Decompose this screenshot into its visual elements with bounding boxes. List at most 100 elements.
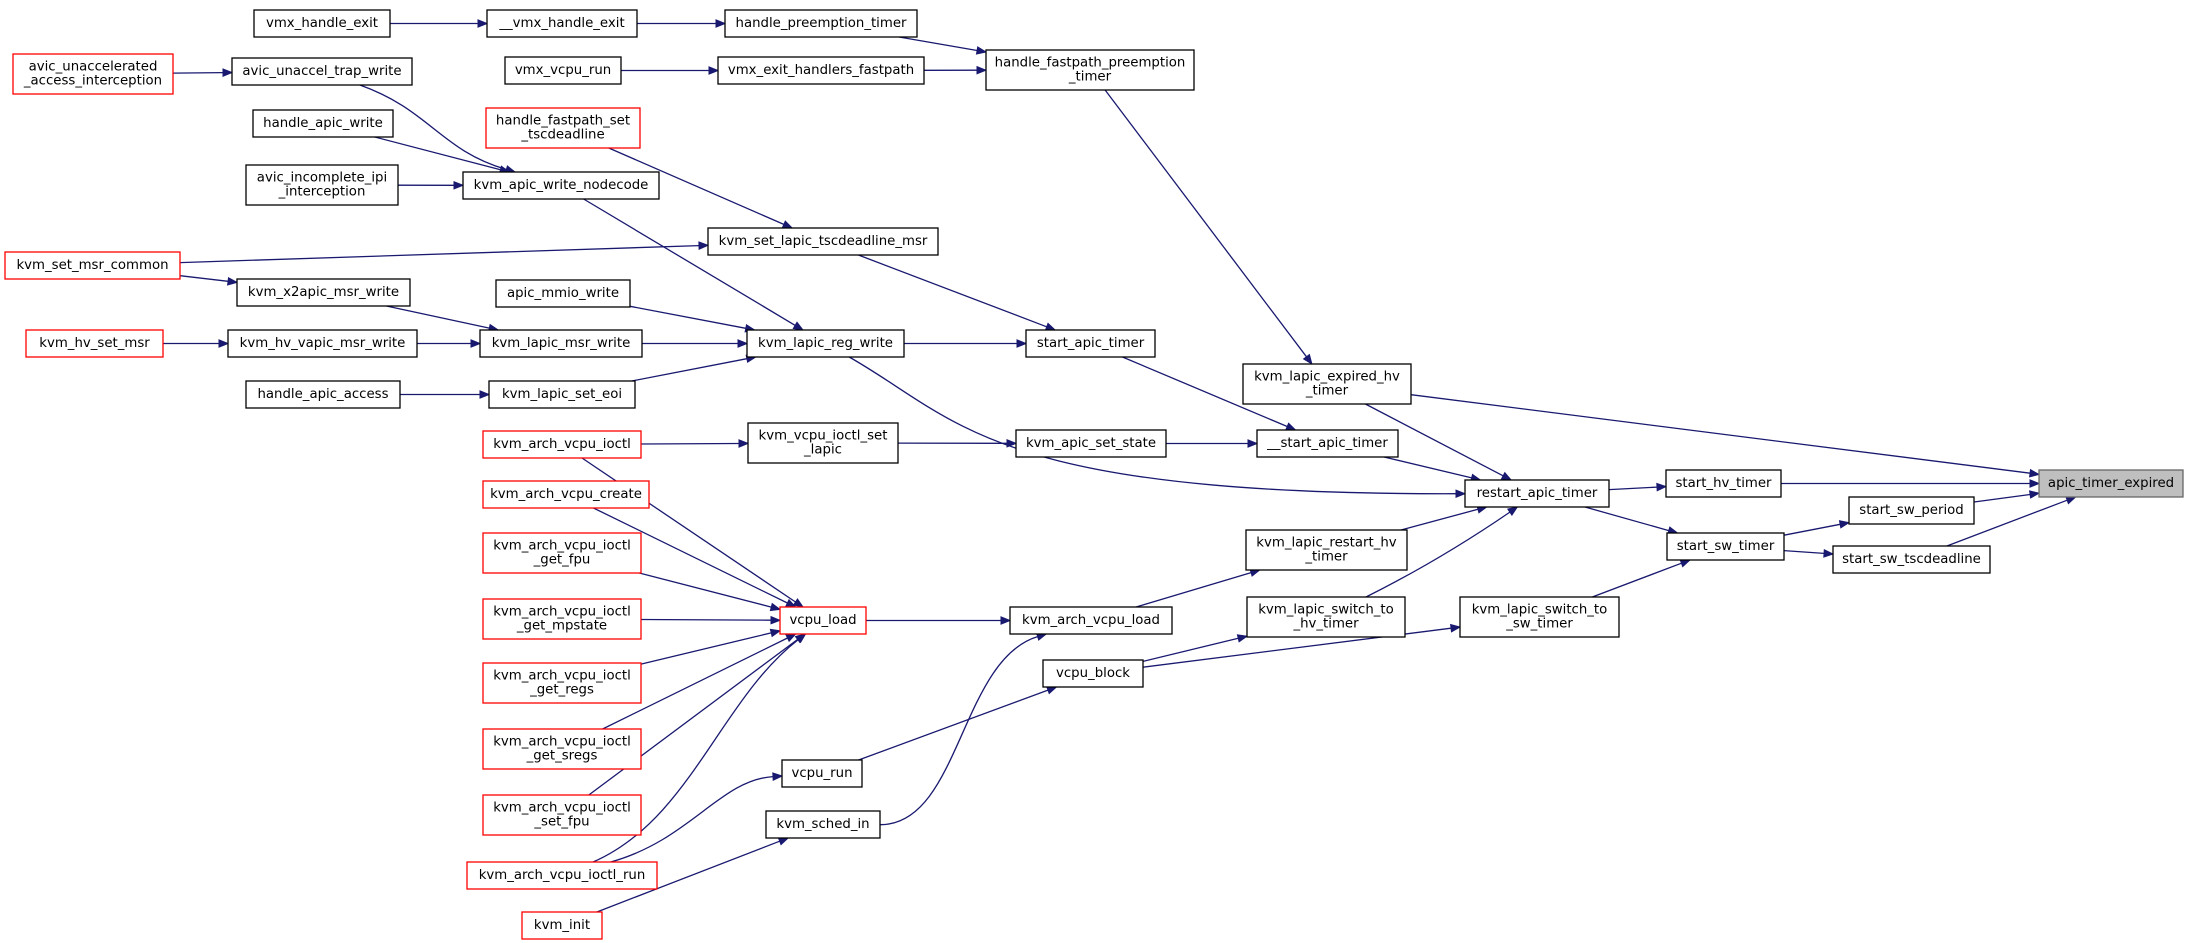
node-label: _hv_timer [1292,617,1359,632]
node-label: kvm_arch_vcpu_create [490,487,642,502]
call-edge-kvm-lapic-restart-hv-timer-to-restart-apic-timer [1400,505,1489,531]
node-label: kvm_arch_vcpu_ioctl [493,669,631,684]
node-kvm-lapic-msr-write[interactable]: kvm_lapic_msr_write [479,329,643,358]
node-kvm-set-msr-common[interactable]: kvm_set_msr_common [4,251,181,280]
node-vcpu-run[interactable]: vcpu_run [781,759,863,788]
graph-nodes: vmx_handle_exit __vmx_handle_exit handle_p… [4,9,2184,940]
node-kvm-arch-vcpu-ioctl-get-sregs[interactable]: kvm_arch_vcpu_ioctl_get_sregs [482,728,642,770]
node-label: handle_fastpath_preemption [995,56,1186,71]
node-start-apic-timer[interactable]: start_apic_timer [1025,329,1156,358]
node-label: kvm_vcpu_ioctl_set [759,429,888,444]
call-edge-kvm-arch-vcpu-ioctl-run-to-vcpu-load [592,633,807,863]
node-kvm-x2apic-msr-write[interactable]: kvm_x2apic_msr_write [236,278,411,307]
node-kvm-lapic-switch-to-sw-timer[interactable]: kvm_lapic_switch_to_sw_timer [1459,596,1620,638]
node-start-hv-timer[interactable]: start_hv_timer [1665,469,1782,498]
node-kvm-hv-vapic-msr-write[interactable]: kvm_hv_vapic_msr_write [227,329,418,358]
node-kvm-apic-set-state[interactable]: kvm_apic_set_state [1015,429,1167,458]
node-box [1666,532,1785,561]
call-edge---vmx-handle-exit-to-handle-preemption-timer [637,19,727,28]
node-handle-preemption-timer[interactable]: handle_preemption_timer [724,9,918,38]
node-kvm-apic-write-nodecode[interactable]: kvm_apic_write_nodecode [462,171,660,200]
node-vmx-exit-handlers-fastpath[interactable]: vmx_exit_handlers_fastpath [717,56,925,85]
node-vcpu-block[interactable]: vcpu_block [1042,659,1144,688]
call-edge-start-sw-timer-to-start-sw-tscdeadline [1783,549,1835,558]
node-kvm-vcpu-ioctl-set-lapic[interactable]: kvm_vcpu_ioctl_set_lapic [747,422,899,464]
call-edge---start-apic-timer-to-restart-apic-timer [1383,456,1482,483]
node-kvm-arch-vcpu-create[interactable]: kvm_arch_vcpu_create [482,480,650,509]
node-box [521,911,603,940]
call-edge-kvm-set-msr-common-to-kvm-set-lapic-tscdeadline-msr [179,241,710,264]
node-label: vmx_exit_handlers_fastpath [728,63,914,78]
node-box [488,380,636,409]
node-apic-timer-expired[interactable]: apic_timer_expired [2038,469,2184,498]
node-kvm-arch-vcpu-ioctl-get-regs[interactable]: kvm_arch_vcpu_ioctl_get_regs [482,662,642,704]
node-start-sw-timer[interactable]: start_sw_timer [1666,532,1785,561]
node-box [746,329,905,358]
node-apic-mmio-write[interactable]: apic_mmio_write [495,279,631,308]
node-box [1665,469,1782,498]
node-label: handle_apic_access [257,387,388,402]
node-box [1848,496,1975,525]
node-label: _access_interception [23,74,162,89]
node-handle-fastpath-preemption-timer[interactable]: handle_fastpath_preemption_timer [985,49,1195,91]
node-start-sw-period[interactable]: start_sw_period [1848,496,1975,525]
node-start-apic-timer[interactable]: __start_apic_timer [1256,429,1399,458]
node-kvm-lapic-switch-to-hv-timer[interactable]: kvm_lapic_switch_to_hv_timer [1246,596,1406,638]
node-kvm-arch-vcpu-load[interactable]: kvm_arch_vcpu_load [1009,606,1173,635]
node-avic-unaccel-trap-write[interactable]: avic_unaccel_trap_write [231,57,413,86]
node-kvm-sched-in[interactable]: kvm_sched_in [765,810,881,839]
node-kvm-set-lapic-tscdeadline-msr[interactable]: kvm_set_lapic_tscdeadline_msr [707,227,939,256]
node-box [1832,545,1991,574]
node-label: handle_fastpath_set [496,114,630,129]
node-vmx-handle-exit[interactable]: __vmx_handle_exit [486,9,638,38]
call-edge-kvm-sched-in-to-kvm-arch-vcpu-load [879,632,1048,826]
call-edge-handle-apic-access-to-kvm-lapic-set-eoi [400,390,491,399]
node-label: kvm_lapic_switch_to [1258,603,1394,618]
node-label: avic_unaccel_trap_write [242,64,401,79]
node-start-sw-tscdeadline[interactable]: start_sw_tscdeadline [1832,545,1991,574]
node-kvm-hv-set-msr[interactable]: kvm_hv_set_msr [25,329,164,358]
node-label: kvm_apic_set_state [1026,436,1156,451]
node-vcpu-load[interactable]: vcpu_load [779,606,867,635]
node-box [747,422,899,464]
node-handle-apic-access[interactable]: handle_apic_access [245,380,401,409]
call-edge-handle-fastpath-set-tscdeadline-to-kvm-set-lapic-tscdeadline-msr [608,147,794,229]
call-edge-kvm-hv-set-msr-to-kvm-hv-vapic-msr-write [163,339,230,348]
node-kvm-arch-vcpu-ioctl-get-mpstate[interactable]: kvm_arch_vcpu_ioctl_get_mpstate [482,598,642,640]
call-edge-vcpu-run-to-vcpu-block [858,686,1058,761]
node-handle-apic-write[interactable]: handle_apic_write [252,109,394,138]
node-handle-fastpath-set-tscdeadline[interactable]: handle_fastpath_set_tscdeadline [485,107,641,149]
node-label: _set_fpu [533,815,589,830]
node-label: kvm_sched_in [776,817,869,832]
node-avic-unaccelerated-access-interception[interactable]: avic_unaccelerated_access_interception [12,53,174,95]
node-kvm-lapic-set-eoi[interactable]: kvm_lapic_set_eoi [488,380,636,409]
node-box [12,53,174,95]
call-edge-apic-mmio-write-to-kvm-lapic-reg-write [629,305,756,333]
node-box [482,480,650,509]
node-kvm-arch-vcpu-ioctl-set-fpu[interactable]: kvm_arch_vcpu_ioctl_set_fpu [482,794,642,836]
call-edge-start-hv-timer-to-apic-timer-expired [1781,479,2041,488]
node-kvm-lapic-expired-hv-timer[interactable]: kvm_lapic_expired_hv_timer [1242,363,1412,405]
node-kvm-arch-vcpu-ioctl-run[interactable]: kvm_arch_vcpu_ioctl_run [466,861,658,890]
node-box [779,606,867,635]
node-label: kvm_hv_set_msr [39,336,150,351]
node-kvm-arch-vcpu-ioctl[interactable]: kvm_arch_vcpu_ioctl [482,430,642,459]
node-restart-apic-timer[interactable]: restart_apic_timer [1464,479,1610,508]
node-vmx-handle-exit[interactable]: vmx_handle_exit [253,9,391,38]
node-box [462,171,660,200]
call-edge-kvm-lapic-switch-to-hv-timer-to-restart-apic-timer [1365,506,1519,598]
call-edge-handle-preemption-timer-to-handle-fastpath-preemption-timer [898,36,988,55]
node-kvm-arch-vcpu-ioctl-get-fpu[interactable]: kvm_arch_vcpu_ioctl_get_fpu [482,532,642,574]
node-kvm-lapic-reg-write[interactable]: kvm_lapic_reg_write [746,329,905,358]
call-edge-vmx-vcpu-run-to-vmx-exit-handlers-fastpath [621,66,720,75]
node-label: kvm_x2apic_msr_write [248,285,399,300]
node-kvm-lapic-restart-hv-timer[interactable]: kvm_lapic_restart_hv_timer [1245,529,1408,571]
node-box [1242,363,1412,405]
call-edge-kvm-arch-vcpu-ioctl-to-kvm-vcpu-ioctl-set-lapic [640,439,750,448]
node-avic-incomplete-ipi-interception[interactable]: avic_incomplete_ipi_interception [245,164,399,206]
call-edge-vmx-handle-exit-to---vmx-handle-exit [390,19,489,28]
node-vmx-vcpu-run[interactable]: vmx_vcpu_run [504,56,622,85]
node-kvm-init[interactable]: kvm_init [521,911,603,940]
call-edge-kvm-arch-vcpu-ioctl-get-regs-to-vcpu-load [640,628,782,665]
node-label: kvm_lapic_msr_write [492,336,631,351]
